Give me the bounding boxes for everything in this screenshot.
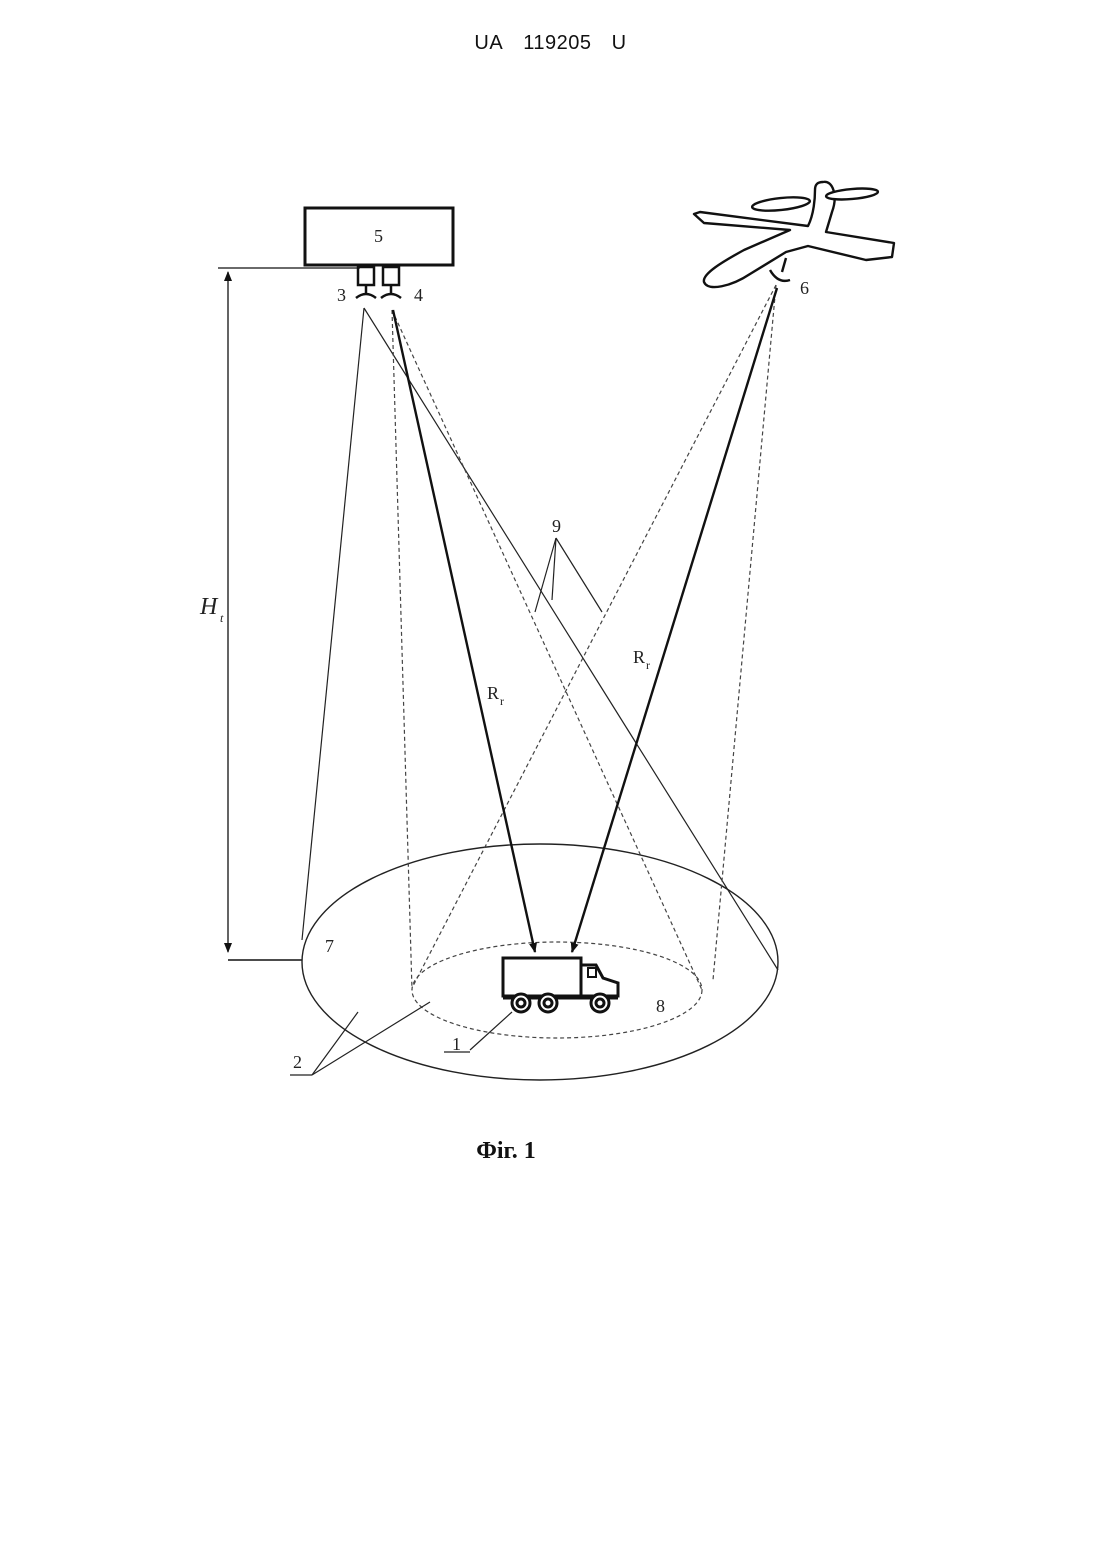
label-3: 3 [337,285,346,305]
label-2: 2 [293,1052,302,1072]
beam-4-left [392,310,412,990]
label-1: 1 [452,1034,461,1054]
range-right-label: R [633,647,645,667]
label-4: 4 [414,285,423,305]
beam-3-left [302,308,364,940]
beam-4-right [392,310,702,990]
label-9: 9 [552,516,561,536]
height-label: H [199,594,219,620]
truck-icon [503,958,618,1012]
range-left-label: R [487,683,499,703]
beam-3-right [364,308,778,970]
antenna-6 [770,258,790,281]
label-6: 6 [800,278,809,298]
range-vector-left [393,310,535,952]
range-left-label-sub: r [500,694,504,708]
antenna-3 [356,267,376,298]
leader-1 [470,1012,512,1050]
leader-9-b [552,538,556,600]
range-right-label-sub: r [646,658,650,672]
leader-9-a [535,538,556,612]
label-5: 5 [374,226,383,246]
label-8: 8 [656,996,665,1016]
height-label-sub: t [220,611,224,625]
antenna-4 [381,267,401,298]
label-7: 7 [325,936,334,956]
figure-caption: Фіг. 1 [476,1138,535,1164]
leader-9-c [556,538,602,612]
aircraft-icon [694,182,894,287]
range-vector-right [572,288,777,952]
leader-2-b [312,1002,430,1075]
